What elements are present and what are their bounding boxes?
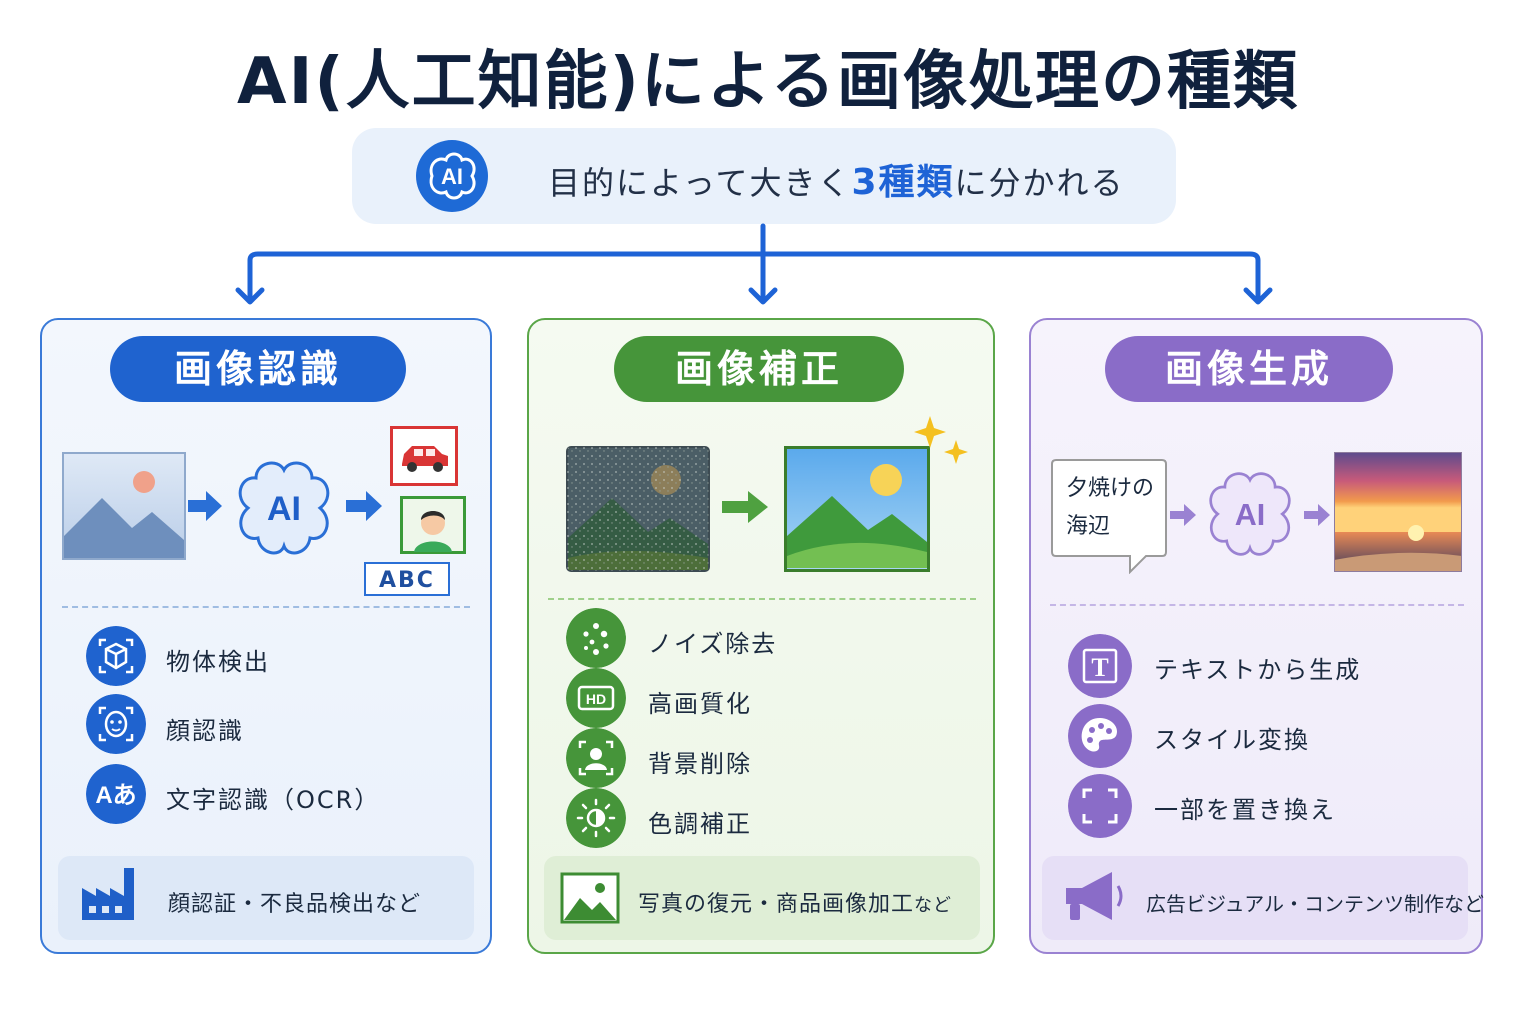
hd-icon: HD: [566, 668, 626, 728]
hd-icon-text: HD: [586, 691, 606, 707]
text-a-icon: Aあ: [86, 764, 146, 824]
ocr-result-box: ABC: [364, 562, 450, 596]
face-scan-icon: [86, 694, 146, 754]
car-detect-icon: [390, 426, 458, 486]
arrow-right-icon: [722, 491, 768, 523]
footer-text-generation: 広告ビジュアル・コンテンツ制作など: [1146, 892, 1484, 916]
sun-adjust-icon: [566, 788, 626, 848]
arrow-right-icon: [1304, 504, 1330, 526]
palette-icon: [1068, 704, 1132, 768]
heading-recognition: 画像認識: [110, 336, 406, 402]
footer-text-recognition: 顔認証・不良品検出など: [168, 892, 422, 917]
item-text-to-image: テキストから生成: [1154, 656, 1362, 684]
heading-generation: 画像生成: [1105, 336, 1393, 402]
sparkle-icon: [914, 416, 968, 464]
divider: [62, 606, 470, 608]
item-style-transfer: スタイル変換: [1154, 726, 1310, 754]
item-inpainting: 一部を置き換え: [1154, 796, 1336, 824]
noise-dots-icon: [566, 608, 626, 668]
item-color-correction: 色調補正: [648, 810, 752, 838]
factory-icon: [82, 868, 134, 920]
subtitle-box: [352, 128, 1176, 224]
ai-brain-icon: AI: [1209, 472, 1291, 556]
input-image-icon: [62, 452, 186, 560]
prompt-line-1: 夕焼けの: [1066, 476, 1155, 501]
arrow-right-icon: [1170, 504, 1196, 526]
arrow-right-icon: [188, 491, 222, 521]
footer-text-correction: 写真の復元・商品画像加工など: [638, 886, 952, 918]
footer-generation: [1042, 856, 1468, 940]
subtitle-highlight: 3種類: [851, 162, 955, 203]
item-noise-removal: ノイズ除去: [648, 630, 778, 658]
person-frame-icon: [566, 728, 626, 788]
subtitle-prefix: 目的によって大きく: [548, 164, 852, 202]
item-ocr: 文字認識（OCR）: [166, 786, 381, 814]
noisy-image-icon: [566, 446, 710, 572]
subtitle: 目的によって大きく3種類に分かれる: [548, 153, 1125, 205]
heading-correction: 画像補正: [614, 336, 904, 402]
item-upscale: 高画質化: [648, 690, 752, 718]
prompt-line-2: 海辺: [1066, 514, 1111, 539]
frame-corners-icon: [1068, 774, 1132, 838]
arrow-right-icon: [346, 491, 382, 521]
ai-brain-badge-icon: AI: [416, 140, 488, 212]
item-object-detection: 物体検出: [166, 648, 270, 676]
text-t-icon-text: T: [1091, 653, 1108, 682]
megaphone-icon: [1066, 872, 1123, 920]
page-title: AI(人工知能)による画像処理の種類: [237, 45, 1299, 119]
face-detect-icon: [400, 496, 466, 554]
ai-brain-text: AI: [1235, 498, 1265, 532]
text-t-icon: T: [1068, 634, 1132, 698]
text-a-icon-text: Aあ: [95, 782, 136, 809]
speech-bubble-icon: [1051, 459, 1167, 574]
ai-badge-text: AI: [441, 164, 463, 189]
divider: [1050, 604, 1464, 606]
cube-scan-icon: [86, 626, 146, 686]
branch-connector: [235, 223, 1273, 305]
item-background-removal: 背景削除: [648, 750, 752, 778]
sunset-image-icon: [1334, 452, 1462, 572]
subtitle-suffix: に分かれる: [954, 164, 1125, 202]
item-face-recognition: 顔認識: [166, 717, 244, 745]
picture-icon: [560, 872, 620, 924]
footer-correction-small: など: [914, 895, 953, 916]
ai-brain-icon: AI: [238, 461, 330, 555]
footer-correction-main: 写真の復元・商品画像加工: [638, 892, 915, 917]
ai-brain-text: AI: [267, 490, 301, 528]
divider: [548, 598, 976, 600]
clear-image-icon: [784, 446, 930, 572]
